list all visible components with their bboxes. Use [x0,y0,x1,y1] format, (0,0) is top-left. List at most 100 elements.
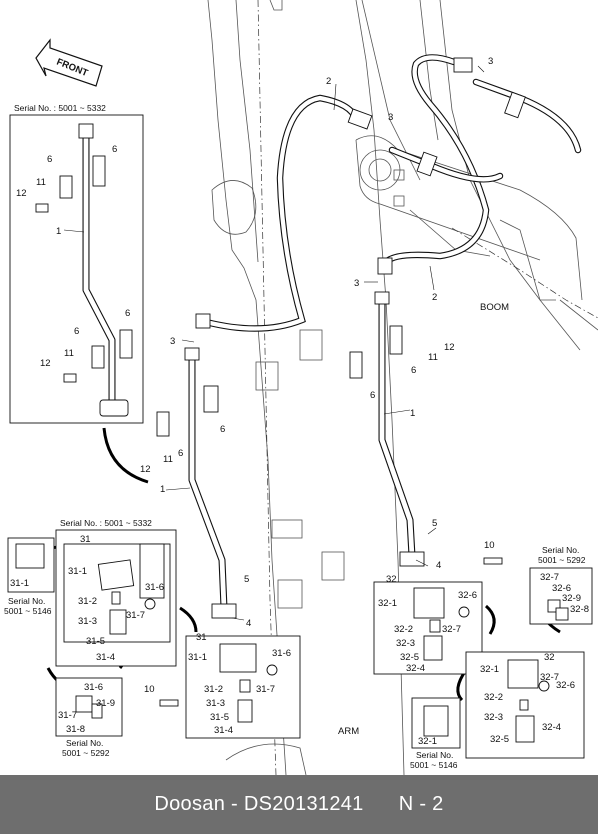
callout-6: 6 [178,448,183,459]
front-arrow: FRONT [35,38,103,87]
callout-5: 5 [244,574,249,585]
serial-r-5146-line1: Serial No. [416,750,453,760]
serial-5292-line1: Serial No. [66,738,103,748]
callout-31: 31 [80,534,91,545]
callout-31-7: 31-7 [58,710,77,721]
inset-32-9-serial-5292: Serial No. 5001 ~ 5292 [529,545,593,625]
inset-block-32 [465,651,585,759]
callout-6: 6 [370,390,375,401]
callout-1: 1 [56,226,61,237]
callout-31-6: 31-6 [272,648,291,659]
callout-31-3: 31-3 [78,616,97,627]
callout-31-5: 31-5 [210,712,229,723]
inset-31-1-serial-5146: Serial No. 5001 ~ 5146 [4,537,55,616]
callout-11: 11 [163,454,173,465]
footer-brand: Doosan [154,793,226,815]
callout-10: 10 [144,684,155,695]
callout-31-4: 31-4 [96,652,115,663]
block-31-assembly [159,635,301,739]
callout-32-6: 32-6 [458,590,477,601]
inset-serial-label: Serial No. : 5001 ~ 5332 [14,103,106,113]
callout-32-2: 32-2 [394,624,413,635]
serial-5146-line2: 5001 ~ 5146 [4,606,52,616]
callout-32-1: 32-1 [418,736,437,747]
callout-32-4: 32-4 [542,722,561,733]
block-32-assembly [373,557,503,675]
arm-label: ARM [338,726,359,737]
callout-31-6: 31-6 [145,582,164,593]
callout-numbers: 6 6 11 12 1 6 6 11 12 2 3 3 2 3 3 6 6 11… [10,56,589,747]
boom-label: BOOM [480,302,509,313]
callout-12: 12 [444,342,455,353]
callout-3: 3 [488,56,493,67]
inset-31-9-serial-5292: Serial No. 5001 ~ 5292 [55,677,123,758]
pipe-1-right [349,291,425,567]
callout-31-6: 31-6 [84,682,103,693]
callout-6: 6 [47,154,52,165]
callout-1: 1 [160,484,165,495]
inset-32-1-serial-5146: Serial No. 5001 ~ 5146 [410,697,461,770]
inset-block-31-serial-5332: Serial No. : 5001 ~ 5332 [55,518,177,667]
footer-title: Doosan - DS20131241 N - 2 [154,793,443,816]
callout-31-8: 31-8 [66,724,85,735]
callout-32: 32 [386,574,397,585]
callout-32-6: 32-6 [552,583,571,594]
pipe-1-left [156,347,237,619]
callout-11: 11 [428,352,438,363]
inset-31-serial-label: Serial No. : 5001 ~ 5332 [60,518,152,528]
callout-31-9: 31-9 [96,698,115,709]
callout-32-9: 32-9 [562,593,581,604]
hydraulic-piping-diagram: FRONT Serial No [4,0,598,775]
callout-5: 5 [432,518,437,529]
callout-10: 10 [484,540,495,551]
callout-11: 11 [64,348,74,359]
callout-31-2: 31-2 [78,596,97,607]
callout-32-7: 32-7 [442,624,461,635]
callout-12: 12 [140,464,151,475]
hose-2-left [195,94,373,332]
footer-bar: Doosan - DS20131241 N - 2 [0,775,598,834]
serial-5292-line2: 5001 ~ 5292 [62,748,110,758]
callout-31: 31 [196,632,207,643]
callout-31-1: 31-1 [10,578,29,589]
callout-32-1: 32-1 [480,664,499,675]
callout-2: 2 [326,76,331,87]
callout-31-7: 31-7 [126,610,145,621]
callout-32-2: 32-2 [484,692,503,703]
callout-31-5: 31-5 [86,636,105,647]
callout-31-4: 31-4 [214,725,233,736]
callout-32-1: 32-1 [378,598,397,609]
hose-2-right [377,54,582,275]
footer-page: N - 2 [398,793,444,815]
leader-lines [63,65,485,621]
callout-12: 12 [16,188,27,199]
callout-3: 3 [388,112,393,123]
callout-3: 3 [170,336,175,347]
callout-32-5: 32-5 [490,734,509,745]
place-labels: BOOM ARM [338,302,509,737]
callout-6: 6 [411,365,416,376]
callout-6: 6 [112,144,117,155]
callout-31-7: 31-7 [256,684,275,695]
callout-31-3: 31-3 [206,698,225,709]
serial-r-5292-line1: Serial No. [542,545,579,555]
callout-31-1: 31-1 [68,566,87,577]
callout-6: 6 [220,424,225,435]
serial-r-5292-line2: 5001 ~ 5292 [538,555,586,565]
callout-32-8: 32-8 [570,604,589,615]
callout-6: 6 [74,326,79,337]
callout-32-5: 32-5 [400,652,419,663]
footer-separator: - [225,793,244,815]
callout-32: 32 [544,652,555,663]
callout-4: 4 [436,560,441,571]
callout-32-3: 32-3 [396,638,415,649]
callout-32-6: 32-6 [556,680,575,691]
callout-32-7: 32-7 [540,672,559,683]
callout-12: 12 [40,358,51,369]
callout-6: 6 [125,308,130,319]
callout-3: 3 [354,278,359,289]
callout-2: 2 [432,292,437,303]
callout-1: 1 [410,408,415,419]
serial-5146-line1: Serial No. [8,596,45,606]
